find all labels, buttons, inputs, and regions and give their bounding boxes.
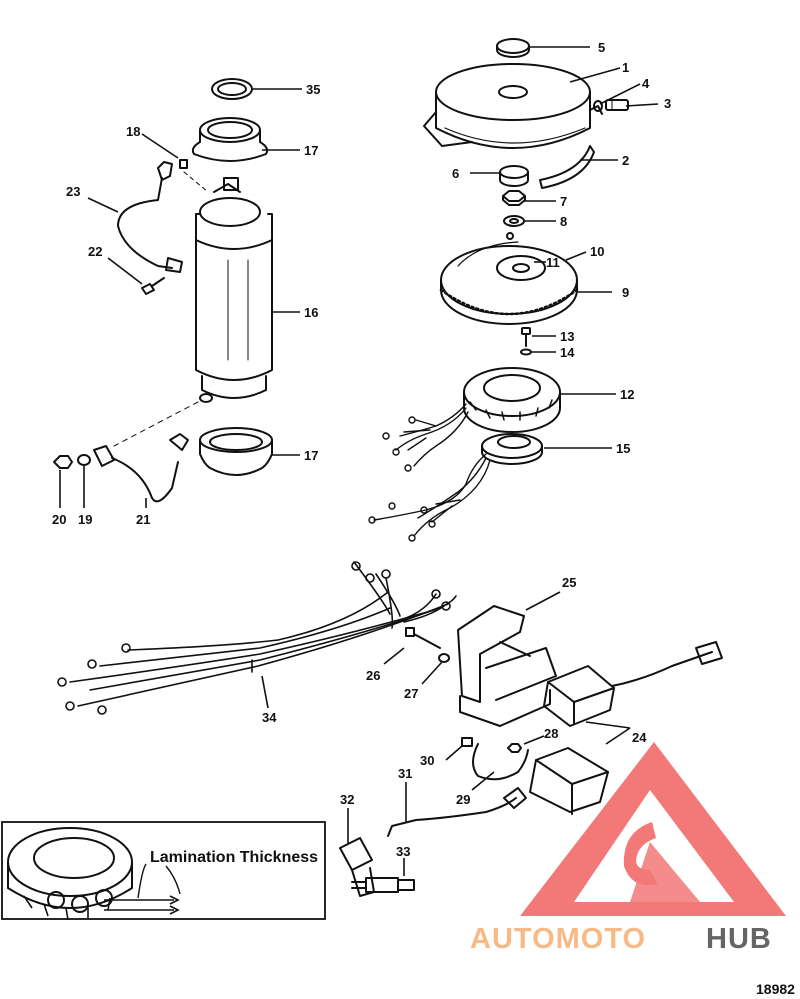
part-screw-22 [141, 277, 165, 295]
part-end-cap-upper [191, 117, 269, 162]
part-decal-band [539, 145, 595, 189]
callout-23: 23 [66, 184, 80, 199]
callout-26: 26 [366, 668, 380, 683]
callout-2: 2 [622, 153, 629, 168]
part-washer-19 [77, 454, 91, 466]
part-nut-18 [179, 159, 188, 169]
callout-29: 29 [456, 792, 470, 807]
part-stator [463, 367, 561, 433]
part-washer-27 [438, 653, 450, 663]
callout-11: 11 [546, 255, 560, 270]
callout-7: 7 [560, 194, 567, 209]
part-flywheel [439, 232, 579, 325]
part-ground-wire [472, 743, 529, 781]
part-cap [496, 38, 530, 58]
callout-31: 31 [398, 766, 412, 781]
part-screw-3 [605, 99, 629, 111]
callout-5: 5 [598, 40, 605, 55]
callout-35: 35 [306, 82, 320, 97]
part-battery-cable [117, 161, 183, 273]
callout-32: 32 [340, 792, 354, 807]
callout-17-upper: 17 [304, 143, 318, 158]
callout-34: 34 [262, 710, 277, 725]
callout-28: 28 [544, 726, 558, 741]
callout-30: 30 [420, 753, 434, 768]
logo-text-automoto: AUTOMOTO [470, 923, 646, 955]
part-switch-box [543, 641, 723, 727]
callout-10: 10 [590, 244, 604, 259]
part-screw-30 [461, 737, 473, 747]
logo-text-hub: HUB [706, 923, 772, 955]
part-starter-motor [195, 177, 273, 403]
callout-21: 21 [136, 512, 150, 527]
callout-12: 12 [620, 387, 634, 402]
stator-wire-harness [382, 403, 469, 472]
callout-19: 19 [78, 512, 92, 527]
callout-17-lower: 17 [304, 448, 318, 463]
callout-1: 1 [622, 60, 629, 75]
callout-27: 27 [404, 686, 418, 701]
part-screw-13 [521, 327, 531, 347]
automotohub-logo: AUTOMOTO HUB [470, 742, 786, 955]
callout-3: 3 [664, 96, 671, 111]
lamination-inset: Lamination Thickness [1, 821, 326, 921]
part-bushing [499, 165, 529, 187]
part-washer-8 [503, 215, 525, 227]
part-ring-35 [211, 78, 253, 100]
part-wire-harness [57, 561, 457, 715]
part-nut [502, 190, 526, 206]
part-nut-20 [53, 455, 73, 469]
part-coil [529, 747, 609, 815]
part-nut-28 [507, 743, 522, 753]
part-bolt-26 [405, 627, 441, 649]
callout-16: 16 [304, 305, 318, 320]
callout-15: 15 [616, 441, 630, 456]
callout-18: 18 [126, 124, 140, 139]
callout-33: 33 [396, 844, 410, 859]
callout-14: 14 [560, 345, 575, 360]
callout-25: 25 [562, 575, 576, 590]
part-trigger [481, 433, 543, 465]
part-spark-plug [351, 877, 415, 893]
figure-number: 18982 [756, 981, 795, 997]
inset-label: Lamination Thickness [150, 849, 318, 866]
part-washer-14 [520, 348, 532, 356]
callout-4: 4 [642, 76, 650, 91]
callout-22: 22 [88, 244, 102, 259]
part-washer-4 [593, 100, 603, 112]
part-bracket [457, 605, 557, 727]
part-end-cap-lower [199, 427, 273, 476]
part-spark-plug-lead [387, 787, 527, 837]
callout-20: 20 [52, 512, 66, 527]
trigger-wire-harness [368, 453, 491, 542]
part-flywheel-cover [423, 63, 603, 149]
callout-8: 8 [560, 214, 567, 229]
callout-6: 6 [452, 166, 459, 181]
part-ground-cable [93, 433, 189, 503]
callout-9: 9 [622, 285, 629, 300]
callout-13: 13 [560, 329, 574, 344]
callout-24: 24 [632, 730, 647, 745]
